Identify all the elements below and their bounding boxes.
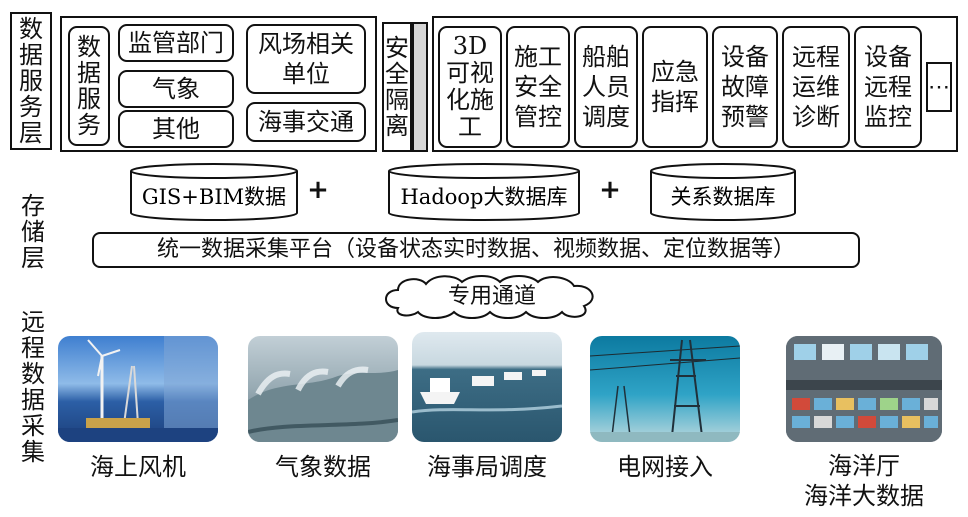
data-service-item-maritime: 海事交通 [246,102,366,142]
database-hadoop-label: Hadoop大数据库 [400,185,567,209]
maritime-dispatch-photo [412,332,562,442]
app-more-text: ⋯ [928,74,950,100]
plus-sign-1-text: + [307,175,329,205]
data-service-item-other-text: 其他 [152,115,200,143]
service-layer-label: 数据服务层 [10,12,52,150]
app-3d-construction-text: 3D 可视 化施 工 [446,32,494,141]
data-service-item-weather-text: 气象 [152,75,200,103]
collection-layer-label-text: 远程数据采集 [21,308,45,466]
plus-sign-1: + [304,175,332,205]
service-layer-label-text: 数据服务层 [19,15,43,147]
data-service-item-windfarm: 风场相关 单位 [246,24,366,94]
source-weather-text: 气象数据 [275,453,371,481]
storage-layer-label-text: 存储层 [21,192,45,272]
database-relational-label: 关系数据库 [671,185,776,209]
dedicated-channel-label-text: 专用通道 [447,284,536,309]
data-service-item-other: 其他 [118,110,234,148]
app-remote-diagnosis-text: 远程 运维 诊断 [792,43,840,131]
security-isolation-bar [412,22,428,152]
unified-collection-platform-text: 统一数据采集平台（设备状态实时数据、视频数据、定位数据等） [156,237,795,262]
data-service-title: 数据服务 [68,26,110,146]
dedicated-channel-cloud [385,275,594,319]
source-offshore-wind-text: 海上风机 [90,453,186,481]
app-emergency-command-text: 应急 指挥 [651,58,699,116]
app-construction-safety-text: 施工 安全 管控 [514,43,562,131]
data-service-item-regulator: 监管部门 [118,24,234,62]
source-offshore-wind: 海上风机 [58,452,218,482]
app-more: ⋯ [926,62,952,112]
app-remote-diagnosis: 远程 运维 诊断 [782,26,850,148]
weather-photo [248,336,398,442]
app-construction-safety: 施工 安全 管控 [506,26,570,148]
app-remote-monitoring-text: 设备 远程 监控 [864,43,912,131]
storage-layer-label: 存储层 [18,190,48,274]
unified-collection-platform: 统一数据采集平台（设备状态实时数据、视频数据、定位数据等） [92,232,860,268]
power-grid-photo [590,336,740,442]
security-isolation: 安全隔离 [382,22,412,152]
data-service-title-text: 数据服务 [77,33,101,139]
dedicated-channel-label: 专用通道 [378,282,606,312]
security-isolation-text: 安全隔离 [385,34,409,140]
app-fault-warning-text: 设备 故障 预警 [721,43,769,131]
offshore-wind-turbine-photo [58,336,218,442]
data-service-item-maritime-text: 海事交通 [258,108,354,136]
source-power-grid: 电网接入 [590,452,740,482]
data-service-item-windfarm-text: 风场相关 单位 [258,30,354,88]
app-ship-dispatch-text: 船舶 人员 调度 [582,43,630,131]
app-remote-monitoring: 设备 远程 监控 [854,26,922,148]
source-ocean-bureau: 海洋厅 海洋大数据 [770,450,958,512]
source-maritime-dispatch-text: 海事局调度 [427,453,547,481]
app-3d-construction: 3D 可视 化施 工 [438,26,502,148]
data-service-item-regulator-text: 监管部门 [128,29,224,57]
ocean-bureau-photo [786,336,942,442]
app-ship-dispatch: 船舶 人员 调度 [574,26,638,148]
app-emergency-command: 应急 指挥 [642,26,708,148]
plus-sign-2: + [596,175,624,205]
source-maritime-dispatch: 海事局调度 [412,452,562,482]
app-fault-warning: 设备 故障 预警 [712,26,778,148]
source-power-grid-text: 电网接入 [617,453,713,481]
plus-sign-2-text: + [599,175,621,205]
data-service-item-weather: 气象 [118,70,234,108]
collection-layer-label: 远程数据采集 [18,308,48,466]
database-gis-bim: GIS+BIM数据 [130,163,298,221]
database-hadoop: Hadoop大数据库 [388,163,580,221]
source-ocean-bureau-text: 海洋厅 海洋大数据 [804,452,924,510]
database-relational: 关系数据库 [650,163,796,221]
source-weather: 气象数据 [248,452,398,482]
database-gis-bim-label: GIS+BIM数据 [142,185,286,209]
